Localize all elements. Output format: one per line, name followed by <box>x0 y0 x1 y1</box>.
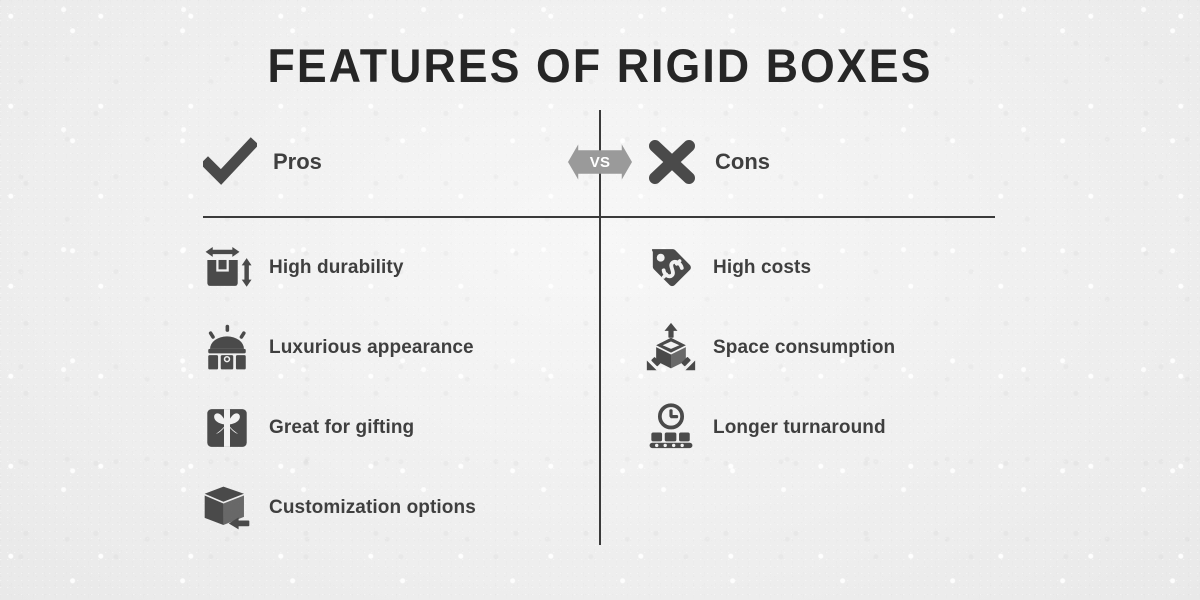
price-tag-dollar-icon <box>643 240 699 295</box>
list-item: Great for gifting <box>199 400 476 455</box>
pros-column-header: Pros <box>200 136 322 188</box>
cons-column-header: Cons <box>645 136 770 188</box>
list-item: Longer turnaround <box>643 400 895 455</box>
list-item-label: Luxurious appearance <box>269 336 474 358</box>
list-item: High costs <box>643 240 895 295</box>
vs-badge-label: VS <box>589 153 611 171</box>
list-item: High durability <box>199 240 476 295</box>
cross-mark-icon <box>645 136 699 188</box>
list-item: Space consumption <box>643 320 895 375</box>
list-item-label: Longer turnaround <box>713 416 886 438</box>
horizontal-divider <box>203 216 995 218</box>
list-item-label: Great for gifting <box>269 416 415 438</box>
conveyor-belt-clock-icon <box>643 400 699 455</box>
cons-feature-list: High costs <box>643 240 895 455</box>
vertical-divider <box>599 110 601 545</box>
cube-arrow-icon <box>199 480 255 535</box>
list-item-label: High durability <box>269 256 404 278</box>
list-item-label: Customization options <box>269 496 476 518</box>
list-item-label: Space consumption <box>713 336 896 358</box>
page-title: FEATURES OF RIGID BOXES <box>267 39 933 92</box>
list-item: Luxurious appearance <box>199 320 476 375</box>
cube-expand-arrows-icon <box>643 320 699 375</box>
check-mark-icon <box>200 136 259 188</box>
gift-box-icon <box>199 400 255 455</box>
cons-heading: Cons <box>715 149 770 174</box>
pros-heading: Pros <box>273 149 322 174</box>
box-dimensions-icon <box>199 240 255 295</box>
pros-feature-list: High durability <box>199 240 476 535</box>
list-item-label: High costs <box>713 256 812 278</box>
treasure-chest-icon <box>199 320 255 375</box>
list-item: Customization options <box>199 480 476 535</box>
vs-badge: VS <box>568 144 632 180</box>
